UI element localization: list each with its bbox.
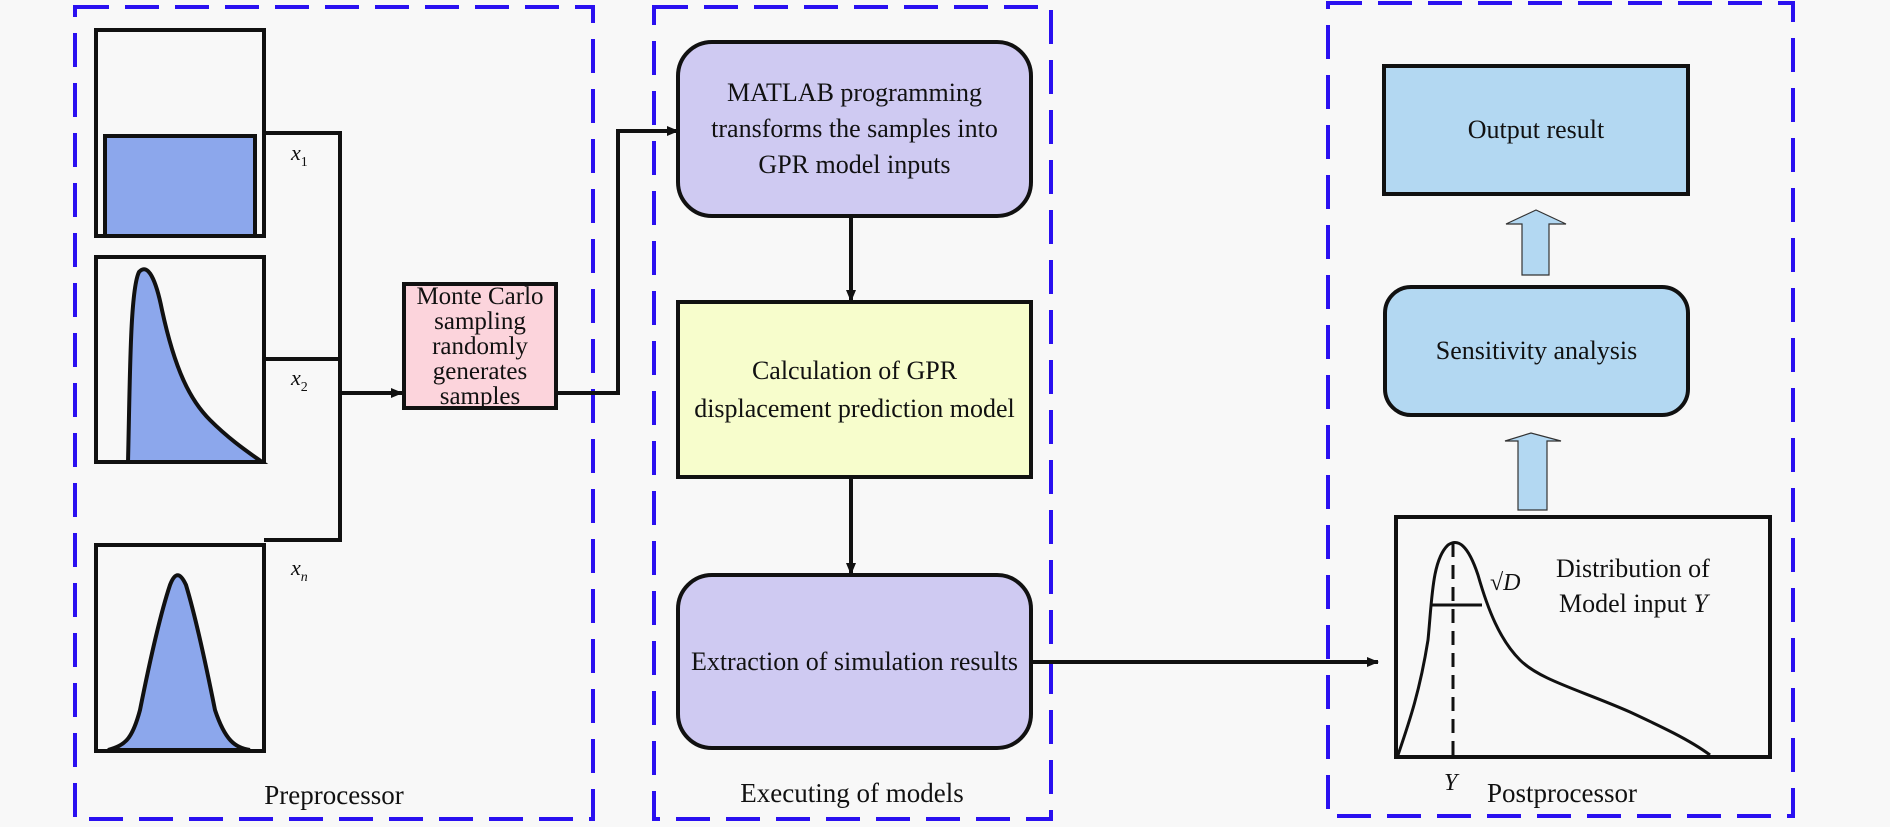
distribution-to-sensitivity-arrow xyxy=(1504,432,1562,511)
output-distribution-chart: √D Distribution of Model input Y Y xyxy=(1394,515,1772,796)
sensitivity-text: Sensitivity analysis xyxy=(1385,287,1688,415)
input-dist-uniform xyxy=(94,28,266,238)
monte-carlo-line-5: samples xyxy=(439,382,521,410)
input-label-x2: x2 xyxy=(290,365,308,395)
monte-carlo-line-3: randomly xyxy=(432,332,528,360)
sensitivity-line-1: Sensitivity analysis xyxy=(1435,336,1638,365)
matlab-line-1: MATLAB programming xyxy=(727,78,982,107)
matlab-text: MATLAB programming transforms the sample… xyxy=(678,42,1031,216)
gpr-calc-text: Calculation of GPR displacement predicti… xyxy=(678,302,1031,477)
input-dist-normal xyxy=(94,543,266,753)
uniform-fill xyxy=(103,134,257,238)
gpr-calc-line-2: displacement prediction model xyxy=(694,393,1015,423)
monte-carlo-text: Monte Carlo sampling randomly generates … xyxy=(404,282,556,410)
monte-carlo-line-4: generates xyxy=(432,357,528,385)
sensitivity-box xyxy=(1383,285,1690,417)
output-distribution-curve xyxy=(1396,541,1711,757)
sensitivity-to-output-arrow xyxy=(1505,209,1567,276)
executing-section-border xyxy=(652,5,1053,821)
monte-carlo-line-1: Monte Carlo xyxy=(416,282,544,310)
output-result-text: Output result xyxy=(1384,66,1688,194)
monte-carlo-line-2: sampling xyxy=(434,307,526,335)
input-dist-skewed xyxy=(94,255,269,464)
distribution-axis-label: Y xyxy=(1444,770,1460,796)
executing-label: Executing of models xyxy=(740,778,964,808)
skewed-curve xyxy=(125,267,269,464)
preprocessor-label: Preprocessor xyxy=(264,780,404,810)
matlab-line-2: transforms the samples into xyxy=(711,114,998,143)
input-label-x1: x1 xyxy=(290,140,308,170)
postprocessor-label: Postprocessor xyxy=(1487,778,1637,808)
preprocessor-section-border xyxy=(73,5,595,821)
output-result-box xyxy=(1382,64,1690,196)
input-connectors xyxy=(264,131,342,542)
matlab-line-3: GPR model inputs xyxy=(758,150,951,179)
monte-carlo-box xyxy=(402,282,558,410)
input-label-xn: xn xyxy=(290,555,308,585)
matlab-box xyxy=(676,40,1033,218)
gpr-calc-box xyxy=(676,300,1033,479)
gpr-calc-line-1: Calculation of GPR xyxy=(751,355,958,385)
distribution-title-line2: Model input Y xyxy=(1559,589,1710,618)
extraction-text: Extraction of simulation results xyxy=(678,575,1031,748)
montecarlo-to-matlab-arrow xyxy=(556,126,679,395)
postprocessor-section-border xyxy=(1326,1,1795,818)
normal-curve xyxy=(107,573,251,752)
sqrt-d-label: √D xyxy=(1490,570,1521,596)
extraction-line-1: Extraction of simulation results xyxy=(690,646,1019,676)
output-result-line-1: Output result xyxy=(1467,115,1605,144)
distribution-title-line1: Distribution of xyxy=(1556,554,1710,583)
